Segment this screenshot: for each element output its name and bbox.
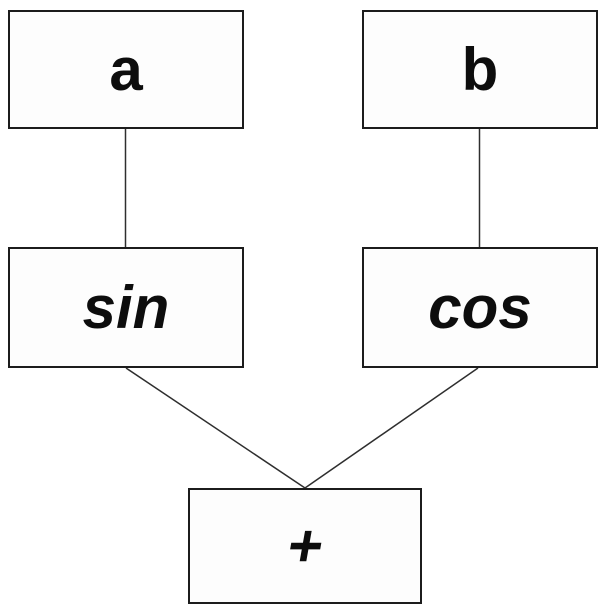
- node-b-label: b: [461, 35, 499, 103]
- node-sin-label: sin: [82, 273, 170, 341]
- edge-cos-plus: [304, 367, 479, 489]
- node-sin: sin: [8, 247, 244, 368]
- edge-sin-plus: [125, 367, 306, 489]
- node-plus: +: [188, 488, 422, 604]
- node-plus-label: +: [281, 512, 329, 579]
- node-a-label: a: [109, 35, 143, 103]
- node-a: a: [8, 10, 244, 129]
- node-cos-label: cos: [428, 273, 532, 341]
- node-b: b: [362, 10, 598, 129]
- node-cos: cos: [362, 247, 598, 368]
